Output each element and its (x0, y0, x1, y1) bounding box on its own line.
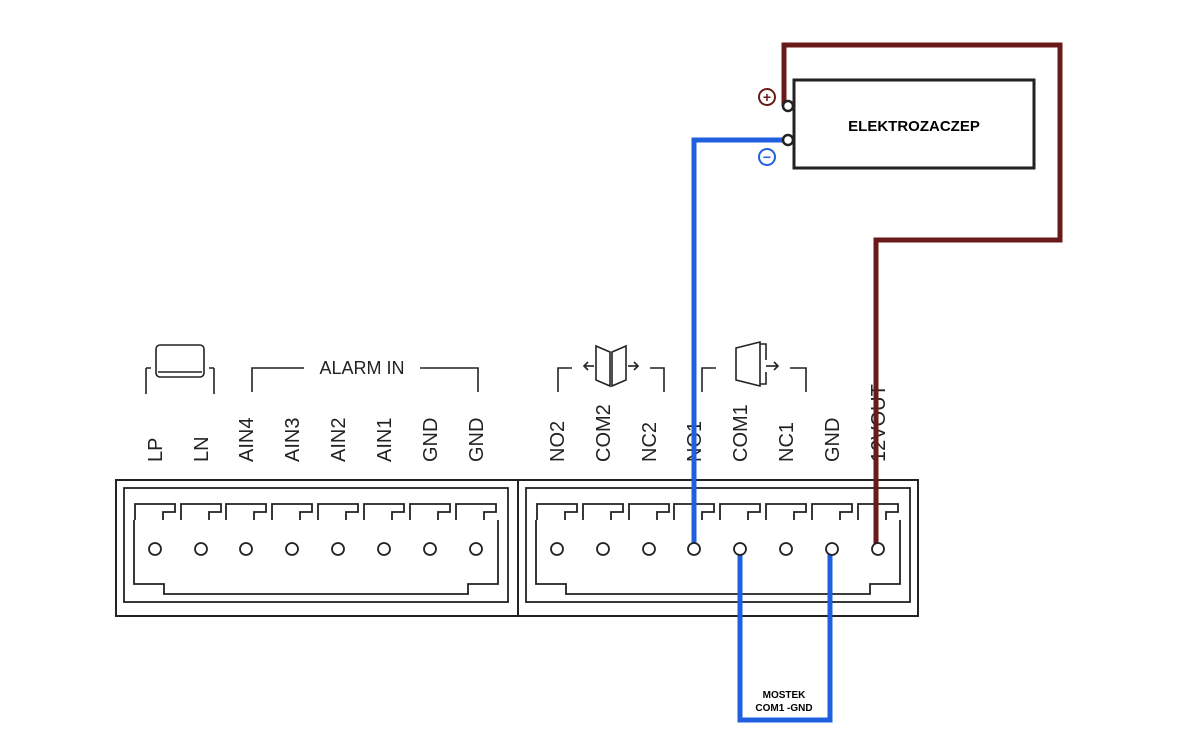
lock-bracket (557, 367, 665, 392)
bridge-note-line1: MOSTEK (763, 690, 807, 701)
terminal-slot (536, 503, 578, 520)
screw-com1 (733, 542, 747, 556)
screw-nc1 (779, 542, 793, 556)
terminal-slot (673, 503, 715, 520)
negative-wire (691, 137, 784, 548)
svg-text:−: − (763, 149, 771, 165)
keyboard-icon (145, 344, 215, 394)
terminal-label-ain1: AIN1 (374, 418, 396, 462)
screw-gnd (423, 542, 437, 556)
screw-gnd (825, 542, 839, 556)
housing-outer (525, 487, 911, 603)
electric-strike-label: ELEKTROZACZEP (848, 118, 980, 135)
terminal-slot (134, 503, 176, 520)
terminal-label-gnd: GND (420, 418, 442, 462)
screw-no1 (687, 542, 701, 556)
terminal-label-ain3: AIN3 (282, 418, 304, 462)
door-bracket (701, 367, 807, 392)
screw-lp (148, 542, 162, 556)
screw-gnd (469, 542, 483, 556)
terminal-label-12vout: 12VOUT (868, 384, 890, 462)
housing-inner (133, 520, 499, 595)
housing-inner (535, 520, 901, 595)
negative-contact (781, 133, 795, 147)
terminal-screws (148, 542, 885, 556)
screw-12vout (871, 542, 885, 556)
terminal-slot (317, 503, 359, 520)
left-terminal-labels: LP LN AIN4 AIN3 AIN2 AIN1 GND GND (145, 418, 488, 462)
screw-ln (194, 542, 208, 556)
terminal-label-ain4: AIN4 (236, 418, 258, 462)
terminal-label-ain2: AIN2 (328, 418, 350, 462)
screw-ain1 (377, 542, 391, 556)
screw-ain4 (239, 542, 253, 556)
terminal-slot (409, 503, 451, 520)
terminal-label-no2: NO2 (547, 421, 569, 462)
terminal-slot (811, 503, 853, 520)
minus-marker: − (758, 148, 776, 166)
terminal-slot (628, 503, 670, 520)
screw-ain2 (331, 542, 345, 556)
terminal-label-nc1: NC1 (776, 422, 798, 462)
terminal-label-nc2: NC2 (639, 422, 661, 462)
terminal-slot (180, 503, 222, 520)
terminal-slot (455, 503, 497, 520)
terminal-label-com1: COM1 (730, 404, 752, 462)
svg-text:+: + (763, 89, 771, 105)
screw-nc2 (642, 542, 656, 556)
terminal-label-gnd: GND (822, 418, 844, 462)
housing-outer (123, 487, 509, 603)
electric-strike-box (792, 78, 1036, 170)
door-icon (735, 340, 780, 388)
positive-contact (781, 99, 795, 113)
terminal-slot (363, 503, 405, 520)
screw-com2 (596, 542, 610, 556)
bridge-wire (737, 548, 833, 723)
terminal-slot (765, 503, 807, 520)
terminal-block (115, 479, 919, 617)
terminal-slot (582, 503, 624, 520)
terminal-slot (857, 503, 899, 520)
left-connector-housing (123, 487, 509, 603)
terminal-slot (271, 503, 313, 520)
terminal-label-lp: LP (145, 438, 167, 462)
lock-icon (582, 344, 640, 388)
terminal-label-com2: COM2 (593, 404, 615, 462)
terminal-label-ln: LN (191, 436, 213, 462)
alarm-in-bracket (251, 367, 479, 392)
terminal-slot (719, 503, 761, 520)
screw-ain3 (285, 542, 299, 556)
terminal-slot (225, 503, 267, 520)
terminal-label-gnd: GND (466, 418, 488, 462)
bridge-note-line2: COM1 -GND (755, 703, 812, 714)
right-connector-housing (525, 487, 911, 603)
positive-wire (781, 42, 1063, 548)
alarm-in-label: ALARM IN (319, 358, 404, 378)
wires (691, 42, 1063, 723)
plus-marker: + (758, 88, 776, 106)
screw-no2 (550, 542, 564, 556)
